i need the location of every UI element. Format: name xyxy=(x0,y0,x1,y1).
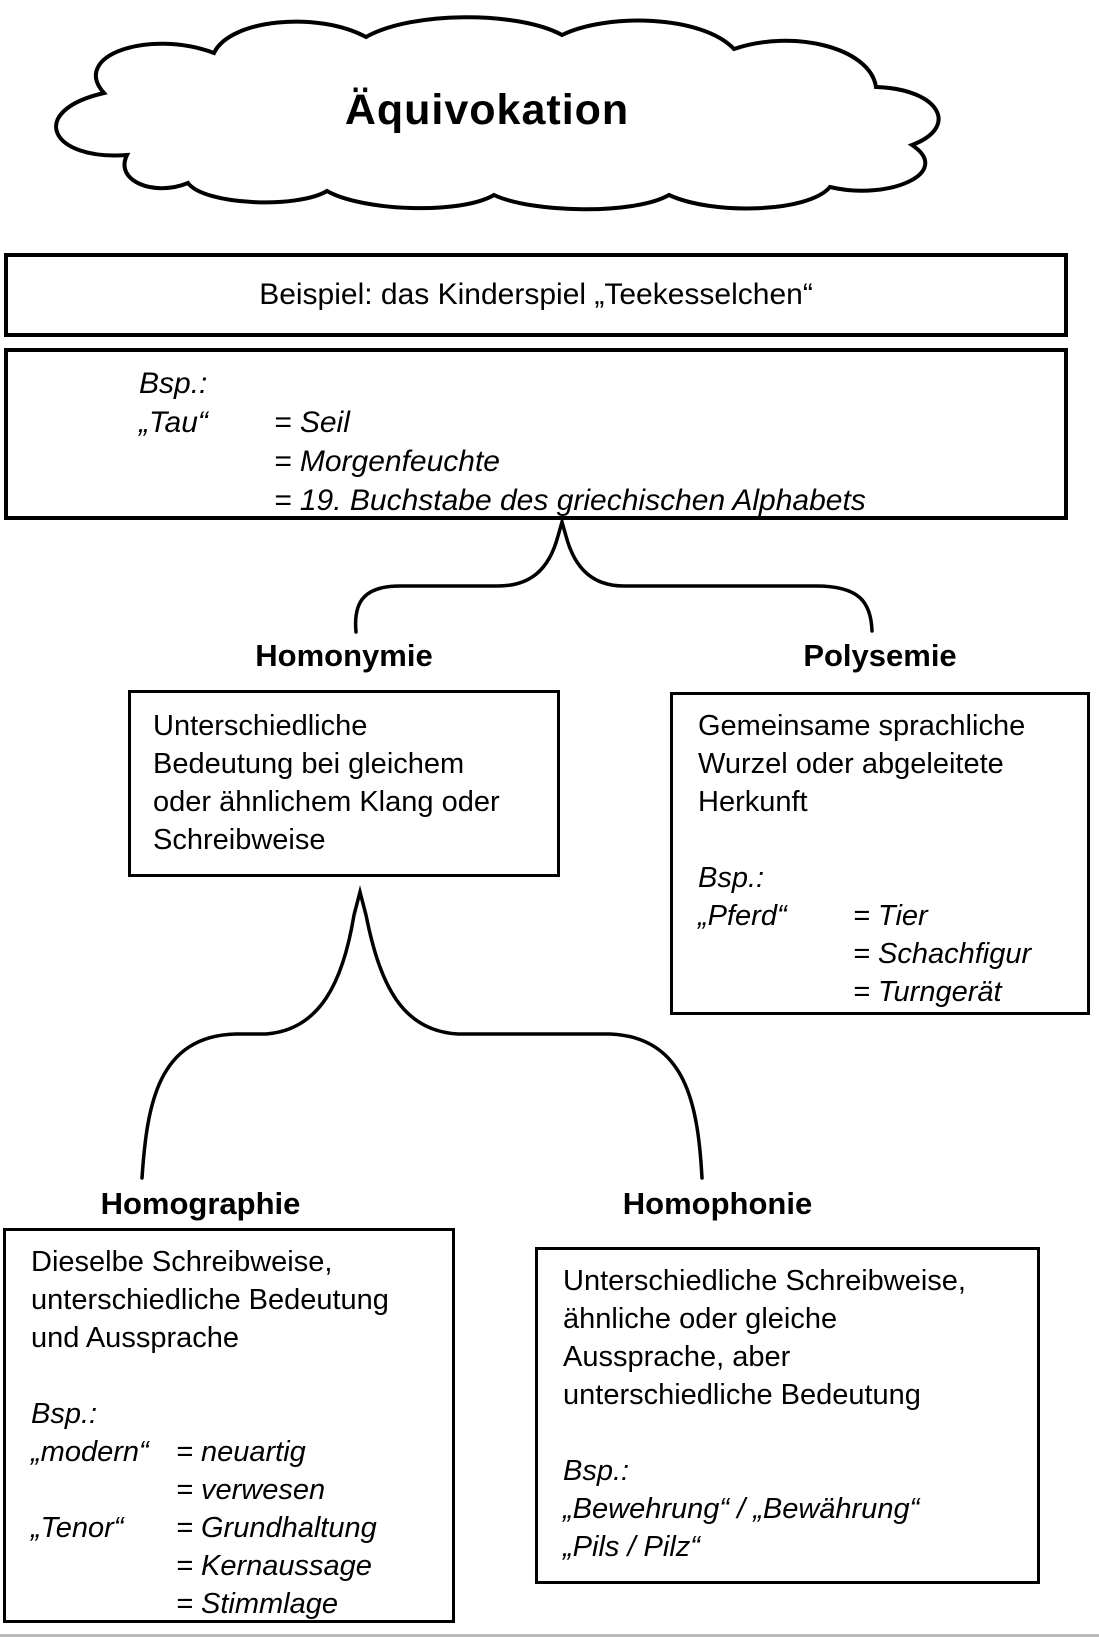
term xyxy=(31,1585,176,1623)
heading-homophonie: Homophonie xyxy=(622,1186,813,1221)
bsp-label: Bsp.: xyxy=(698,862,765,894)
polysemie-box: Gemeinsame sprachliche Wurzel oder abgel… xyxy=(670,692,1090,1015)
definition: = neuartig xyxy=(176,1436,306,1468)
blank-line xyxy=(698,821,1075,859)
definition-row: „modern“ = neuartig xyxy=(31,1433,442,1471)
definition-row: „Pferd“ = Tier xyxy=(698,897,1075,935)
definition: = Morgenfeuchte xyxy=(274,445,500,478)
heading-homographie: Homographie xyxy=(100,1186,301,1221)
definition-row: = Stimmlage xyxy=(31,1585,442,1623)
brace-bottom xyxy=(140,885,704,1180)
term: „Tenor“ xyxy=(31,1512,124,1544)
definition-row: = Schachfigur xyxy=(698,935,1075,973)
definition-row: = Kernaussage xyxy=(31,1547,442,1585)
bsp-label: Bsp.: xyxy=(139,367,208,400)
blank-line xyxy=(563,1414,1027,1452)
definition-row: = Morgenfeuchte xyxy=(139,442,1044,481)
bsp-label: Bsp.: xyxy=(31,1398,98,1430)
heading-homonymie: Homonymie xyxy=(255,638,433,673)
definition: = Seil xyxy=(274,406,350,439)
definition-row: „Tenor“ = Grundhaltung xyxy=(31,1509,442,1547)
term xyxy=(31,1547,176,1585)
heading-polysemie: Polysemie xyxy=(803,638,957,673)
bsp-label: Bsp.: xyxy=(563,1455,630,1487)
homonymie-description: Unterschiedliche Bedeutung bei gleichem … xyxy=(153,710,500,856)
blank-line xyxy=(31,1357,442,1395)
definition: = Turngerät xyxy=(853,976,1002,1008)
polysemie-description: Gemeinsame sprachliche Wurzel oder abgel… xyxy=(698,710,1026,818)
homophonie-box: Unterschiedliche Schreibweise, ähnliche … xyxy=(535,1247,1040,1584)
example-box: Beispiel: das Kinderspiel „Teekesselchen… xyxy=(4,253,1068,337)
term: „modern“ xyxy=(31,1436,149,1468)
term-spacer xyxy=(698,973,853,1011)
page-title: Äquivokation xyxy=(344,85,630,134)
definition: = Stimmlage xyxy=(176,1588,338,1620)
term-spacer xyxy=(139,442,274,481)
cloud-shape xyxy=(54,15,941,212)
definition: = Schachfigur xyxy=(853,938,1032,970)
term-spacer xyxy=(698,935,853,973)
definition-row: = Turngerät xyxy=(698,973,1075,1011)
term-spacer xyxy=(139,481,274,520)
title-cloud: Äquivokation xyxy=(12,4,962,216)
tau-example-box: Bsp.: „Tau“ = Seil = Morgenfeuchte = 19.… xyxy=(4,348,1068,520)
definition: = Kernaussage xyxy=(176,1550,372,1582)
homographie-box: Dieselbe Schreibweise, unterschiedliche … xyxy=(3,1228,455,1623)
example-line: „Bewehrung“ / „Bewährung“ xyxy=(563,1493,920,1525)
definition-row: „Tau“ = Seil xyxy=(139,403,1044,442)
definition: = verwesen xyxy=(176,1474,326,1506)
example-box-text: Beispiel: das Kinderspiel „Teekesselchen… xyxy=(259,278,813,311)
definition: = Tier xyxy=(853,900,928,932)
definition-row: = 19. Buchstabe des griechischen Alphabe… xyxy=(139,481,1044,520)
definition: = 19. Buchstabe des griechischen Alphabe… xyxy=(274,484,866,517)
term: „Tau“ xyxy=(139,406,208,439)
homographie-description: Dieselbe Schreibweise, unterschiedliche … xyxy=(31,1246,389,1354)
term xyxy=(31,1471,176,1509)
example-line: „Pils / Pilz“ xyxy=(563,1531,700,1563)
page-edge-line xyxy=(0,1634,1099,1637)
brace-top xyxy=(353,515,874,634)
term: „Pferd“ xyxy=(698,900,787,932)
homonymie-box: Unterschiedliche Bedeutung bei gleichem … xyxy=(128,690,560,877)
homophonie-description: Unterschiedliche Schreibweise, ähnliche … xyxy=(563,1265,966,1411)
definition-row: = verwesen xyxy=(31,1471,442,1509)
definition: = Grundhaltung xyxy=(176,1512,377,1544)
